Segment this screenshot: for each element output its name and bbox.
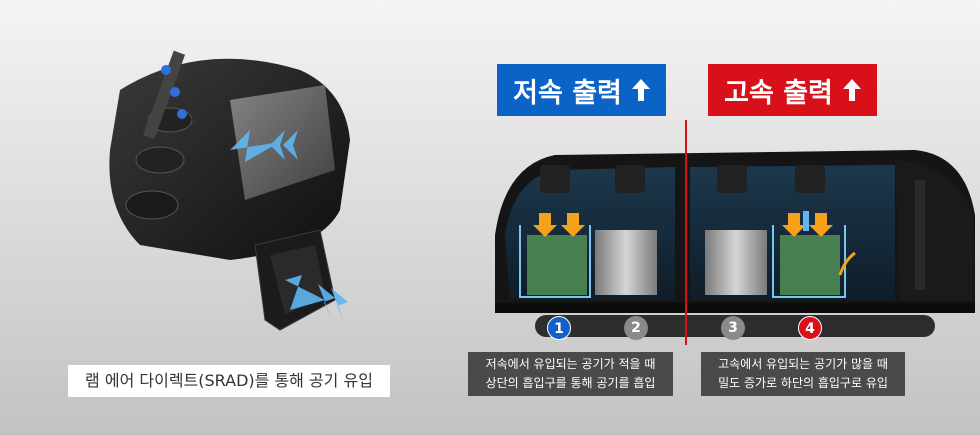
- marker-1: 1: [547, 316, 571, 340]
- section-divider: [685, 120, 687, 345]
- arrow-up-icon: [631, 79, 650, 101]
- airflow-arrow-upper: [230, 130, 298, 162]
- low-speed-caption: 저속에서 유입되는 공기가 적을 때 상단의 흡입구를 통해 공기를 흡입: [468, 352, 673, 396]
- marker-4: 4: [798, 316, 822, 340]
- ram-air-caption: 램 에어 다이렉트(SRAD)를 통해 공기 유입: [68, 365, 390, 397]
- airbox-illustration: [109, 50, 350, 331]
- high-speed-title-badge: 고속 출력: [708, 64, 877, 116]
- airflow-arrow-lower: [285, 275, 348, 324]
- low-speed-airflow-arrows: [533, 213, 585, 237]
- low-speed-caption-line1: 저속에서 유입되는 공기가 적을 때: [485, 357, 656, 371]
- low-speed-title: 저속 출력: [513, 77, 622, 109]
- marker-3: 3: [721, 316, 745, 340]
- marker-2: 2: [624, 316, 648, 340]
- low-speed-caption-line2: 상단의 흡입구를 통해 공기를 흡입: [485, 376, 656, 390]
- high-speed-airflow-arrows: [782, 211, 856, 276]
- low-speed-title-badge: 저속 출력: [497, 64, 666, 116]
- high-speed-title: 고속 출력: [724, 77, 833, 109]
- high-speed-caption-line1: 고속에서 유입되는 공기가 많을 때: [718, 357, 888, 371]
- arrow-up-icon: [842, 79, 861, 101]
- high-speed-caption-line2: 밀도 증가로 하단의 흡입구로 유입: [718, 376, 888, 390]
- high-speed-caption: 고속에서 유입되는 공기가 많을 때 밀도 증가로 하단의 흡입구로 유입: [701, 352, 905, 396]
